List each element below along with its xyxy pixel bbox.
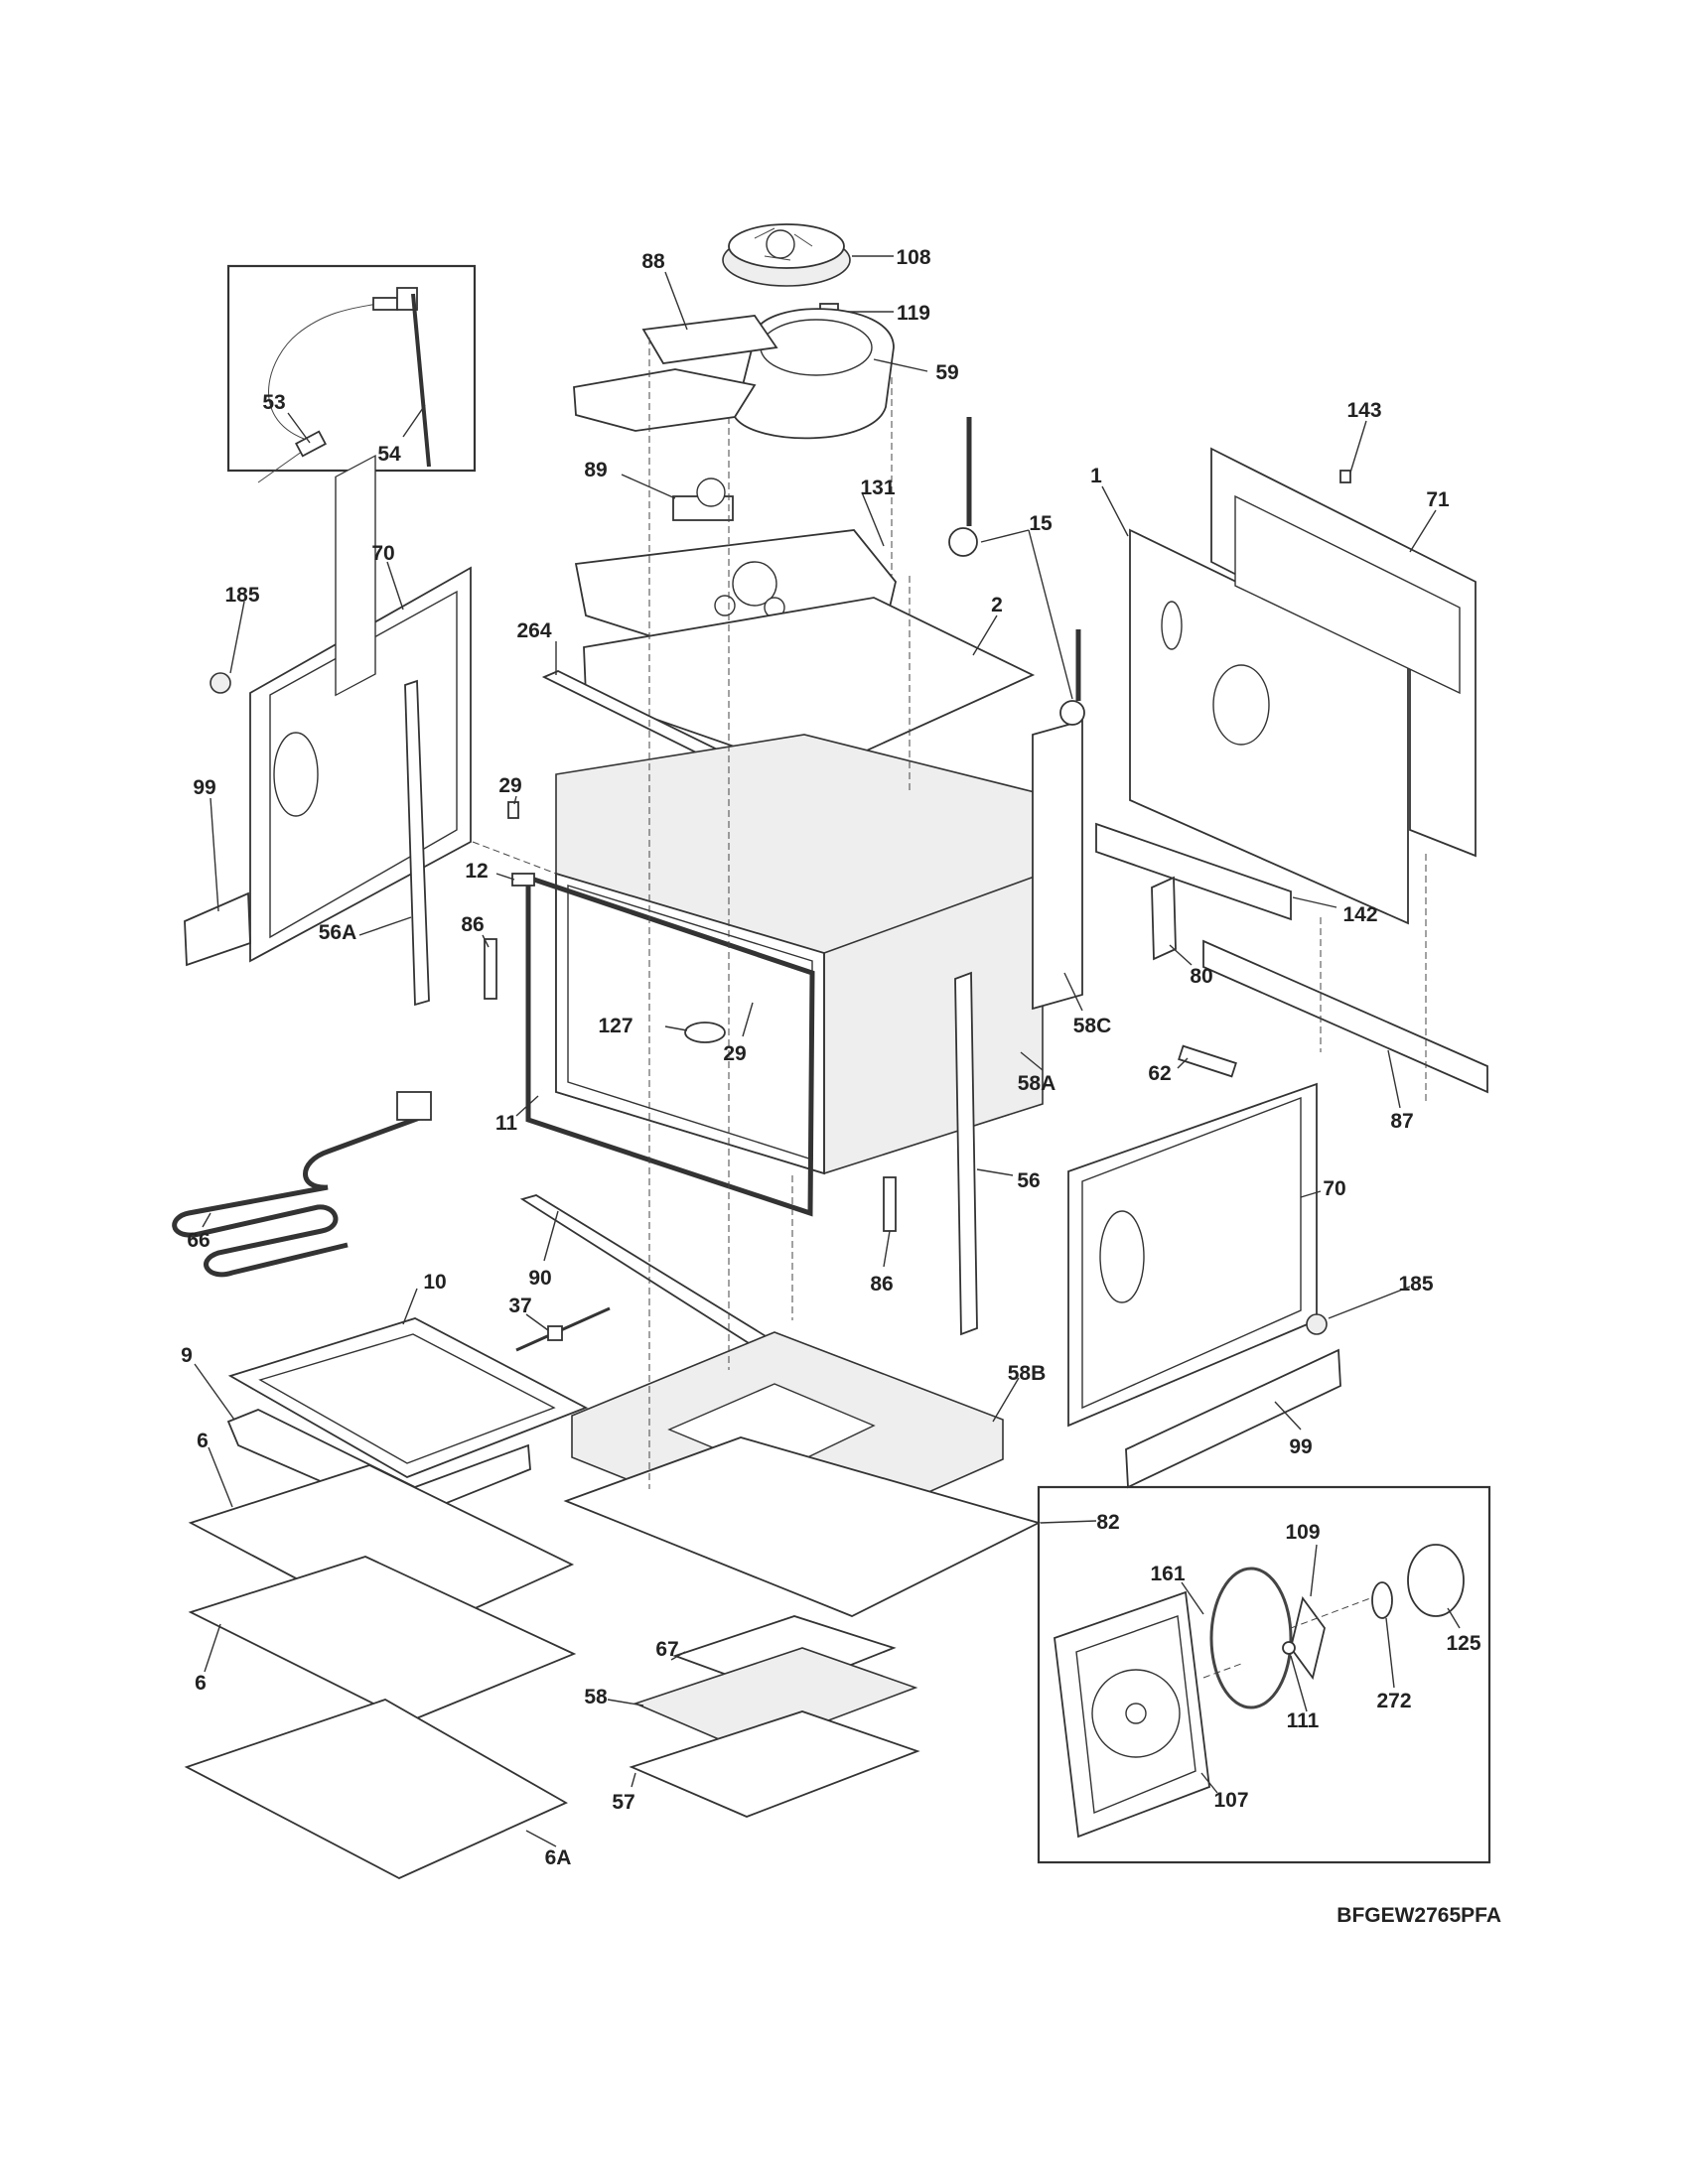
side-panel-right-70 [1067,1082,1322,1428]
callout-143: 143 [1346,399,1381,422]
callout-109: 109 [1285,1521,1320,1544]
blower-housing-59 [734,308,928,440]
inset-probe-box [226,264,477,483]
door-gasket-11 [515,874,815,1217]
bracket-142 [1095,822,1337,921]
callout-37: 37 [508,1295,531,1317]
oven-cavity [555,734,1044,1175]
callout-6a: 6 [197,1430,209,1452]
alignment-lines [472,338,1427,1679]
callout-131: 131 [860,477,895,499]
callout-12: 12 [465,860,488,883]
bake-element-66 [172,1091,432,1278]
clip-143 [1339,420,1367,483]
callout-161: 161 [1150,1563,1185,1585]
callout-53: 53 [262,391,285,414]
heater-127 [664,1022,726,1043]
insulation-58a [1020,1051,1044,1071]
callout-57: 57 [612,1791,634,1814]
part-80 [1151,876,1193,966]
callout-108: 108 [896,246,930,269]
callout-6b: 6 [195,1672,207,1695]
rail-56 [954,971,1014,1336]
callout-29a: 29 [498,774,521,797]
bracket-99-right [1125,1348,1341,1489]
callout-111: 111 [1287,1709,1320,1732]
callout-87: 87 [1390,1110,1413,1133]
bottom-tray-57 [629,1710,920,1818]
callout-54: 54 [377,443,401,466]
callout-185a: 185 [224,584,259,607]
insulation-58c [1032,719,1083,1012]
callout-66: 66 [187,1229,210,1252]
part-12 [495,873,535,887]
callout-88: 88 [641,250,665,273]
callout-70a: 70 [371,542,394,565]
callout-86a: 86 [461,913,484,936]
callout-82: 82 [1096,1511,1119,1534]
part-29-b [742,1002,754,1037]
inset-convection-box [1037,1485,1491,1864]
callout-6c: 6A [545,1846,572,1869]
rack-6-lower [188,1556,577,1722]
clip-62 [1177,1044,1237,1078]
callout-90: 90 [528,1267,551,1290]
callout-86b: 86 [870,1273,893,1296]
callout-272: 272 [1376,1690,1411,1712]
callout-56: 56 [1017,1169,1040,1192]
callout-10: 10 [423,1271,446,1294]
clip-86-left [482,934,497,1000]
callout-58c: 58C [1073,1015,1112,1037]
callout-142: 142 [1342,903,1377,926]
back-cover-71 [1210,447,1477,858]
duct-88 [573,271,778,432]
callout-71: 71 [1426,488,1450,511]
callout-119: 119 [897,302,930,325]
callout-185b: 185 [1398,1273,1433,1296]
callout-9: 9 [181,1344,193,1367]
switch-89 [621,474,734,521]
callout-62: 62 [1148,1062,1171,1085]
rail-56a [358,679,430,1007]
callout-1: 1 [1090,465,1102,487]
clip-86-right [883,1176,897,1268]
callout-99b: 99 [1289,1435,1312,1458]
rail-87 [1202,939,1488,1109]
plug-185-left [210,601,245,694]
sensor-37 [515,1306,611,1352]
callout-89: 89 [584,459,607,481]
plug-185-right [1306,1286,1411,1335]
callout-2: 2 [991,594,1003,616]
callout-264: 264 [516,619,551,642]
broil-pan-top-10 [227,1288,589,1478]
broil-pan-bottom-9 [194,1363,531,1520]
callout-99a: 99 [193,776,215,799]
side-panel-left-70 [249,454,472,963]
pan-58 [607,1647,918,1752]
blower-motor-108 [722,223,894,287]
callout-70b: 70 [1323,1177,1345,1200]
callout-125: 125 [1446,1632,1480,1655]
callout-29b: 29 [723,1042,746,1065]
callout-56a: 56A [319,921,357,944]
callout-58b: 58B [1008,1362,1047,1385]
rack-6a [184,1699,568,1880]
model-code: BFGEW2765PFA [1336,1904,1501,1927]
callout-80: 80 [1190,965,1212,988]
callout-107: 107 [1213,1789,1248,1812]
callout-11: 11 [495,1112,518,1135]
callout-58: 58 [584,1686,608,1708]
callout-59: 59 [935,361,958,384]
callout-58a: 58A [1018,1072,1056,1095]
bracket-99-left [184,797,251,967]
sensor-15 [948,417,1085,726]
callout-15: 15 [1029,512,1053,535]
callout-127: 127 [598,1015,633,1037]
callout-67: 67 [655,1638,678,1661]
part-29-a [507,795,519,819]
